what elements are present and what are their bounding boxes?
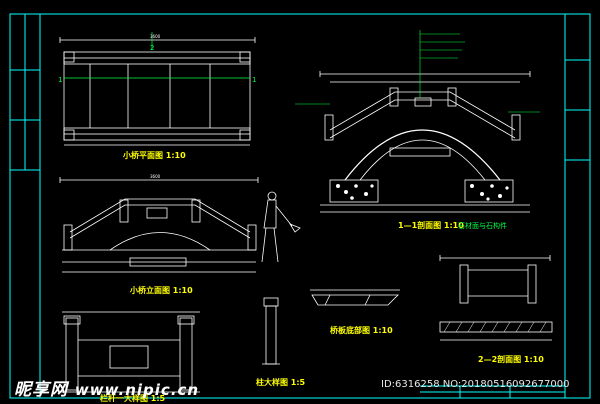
slab-title: 桥板底部图 1:10 [330, 325, 393, 335]
scale-figure [261, 191, 301, 263]
column-title: 柱大样图 1:5 [256, 377, 306, 387]
watermark-id: ID:6316258 NO:20180516092677000 [381, 379, 570, 390]
elevation-width-label: 3600 [150, 174, 161, 179]
section-2-title: 2—2剖面图 1:10 [478, 354, 544, 364]
plan-mark-top: 2 [150, 44, 154, 52]
section-1-leaders [295, 30, 540, 113]
section-2-view [439, 255, 553, 341]
slab-detail [310, 289, 400, 306]
elevation-title: 小桥立面图 1:10 [129, 285, 193, 295]
green-note: 石材面与石构件 [458, 221, 507, 230]
plan-mark-left: 1 [58, 76, 62, 84]
watermark-logo: 昵享网 www.nipic.cn [14, 375, 199, 400]
drawing-frame [9, 13, 591, 399]
section-1-stones [336, 184, 509, 201]
railing-detail [60, 311, 200, 393]
plan-mark-right: 1 [252, 76, 256, 84]
elevation-view [59, 177, 259, 273]
section-1-view [319, 71, 531, 213]
section-2-hatch [443, 321, 547, 333]
plan-width-label: 3600 [150, 34, 161, 39]
watermark-brand: 昵享网 [14, 380, 68, 400]
plan-title: 小桥平面图 1:10 [122, 150, 186, 160]
railing-title: 栏杆一大样图 1:5 [100, 393, 166, 403]
watermark-site: www.nipic.cn [74, 381, 200, 399]
plan-view [59, 37, 256, 146]
section-1-title: 1—1剖面图 1:10 [398, 220, 464, 230]
column-detail [262, 297, 280, 365]
